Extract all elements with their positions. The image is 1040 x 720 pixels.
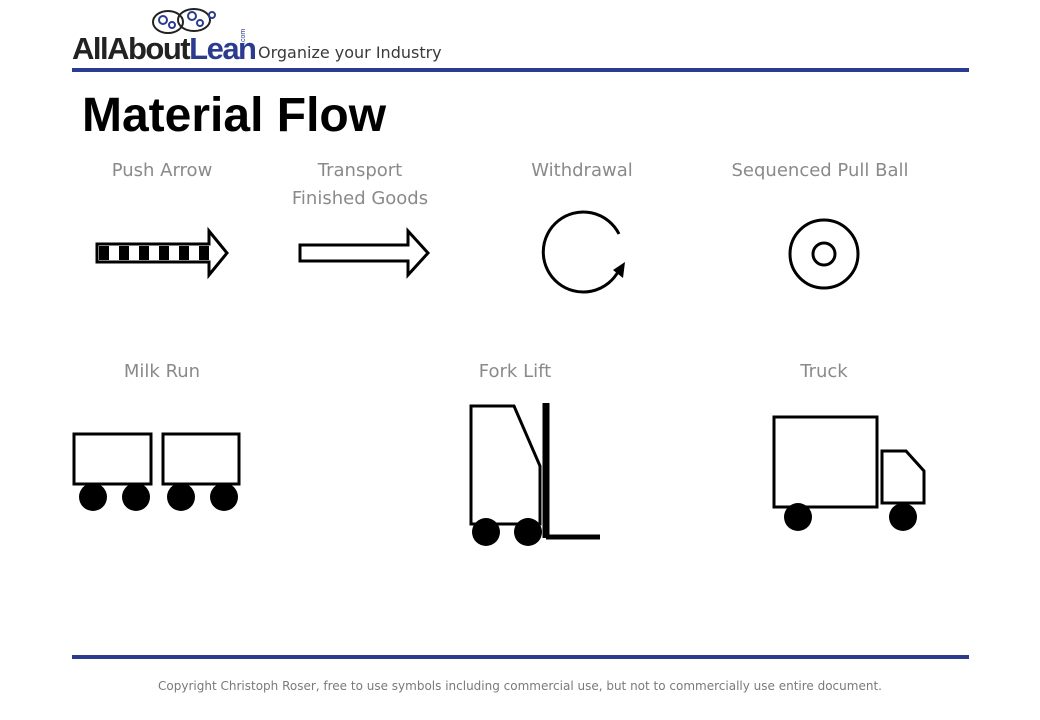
label-withdrawal: Withdrawal — [531, 160, 633, 181]
header-divider — [72, 68, 969, 72]
label-sequenced-pull-ball: Sequenced Pull Ball — [731, 160, 909, 181]
logo-text-lean: Lean — [189, 31, 257, 66]
label-truck: Truck — [800, 361, 848, 382]
transport-arrow-icon — [298, 227, 431, 279]
tagline: Organize your Industry — [258, 43, 442, 62]
logo-wordmark: AllAboutLean — [72, 30, 257, 68]
logo-text-all-about: AllAbout — [72, 31, 191, 66]
label-fork-lift: Fork Lift — [478, 361, 552, 382]
milk-run-icon — [72, 432, 241, 511]
label-milk-run: Milk Run — [123, 361, 201, 382]
fork-lift-icon — [469, 403, 600, 546]
sequenced-pull-ball-icon — [788, 218, 860, 290]
label-push-arrow: Push Arrow — [111, 160, 213, 181]
truck-icon — [772, 415, 926, 531]
label-transport-finished-goods: Transport Finished Goods — [291, 160, 429, 209]
gears-bubble-icon — [152, 8, 216, 34]
push-arrow-icon — [95, 226, 229, 280]
logo-suffix: .com — [240, 28, 247, 44]
footer-divider — [72, 655, 969, 659]
copyright-notice: Copyright Christoph Roser, free to use s… — [158, 679, 882, 693]
withdrawal-icon — [541, 210, 625, 294]
page-title: Material Flow — [82, 89, 387, 142]
